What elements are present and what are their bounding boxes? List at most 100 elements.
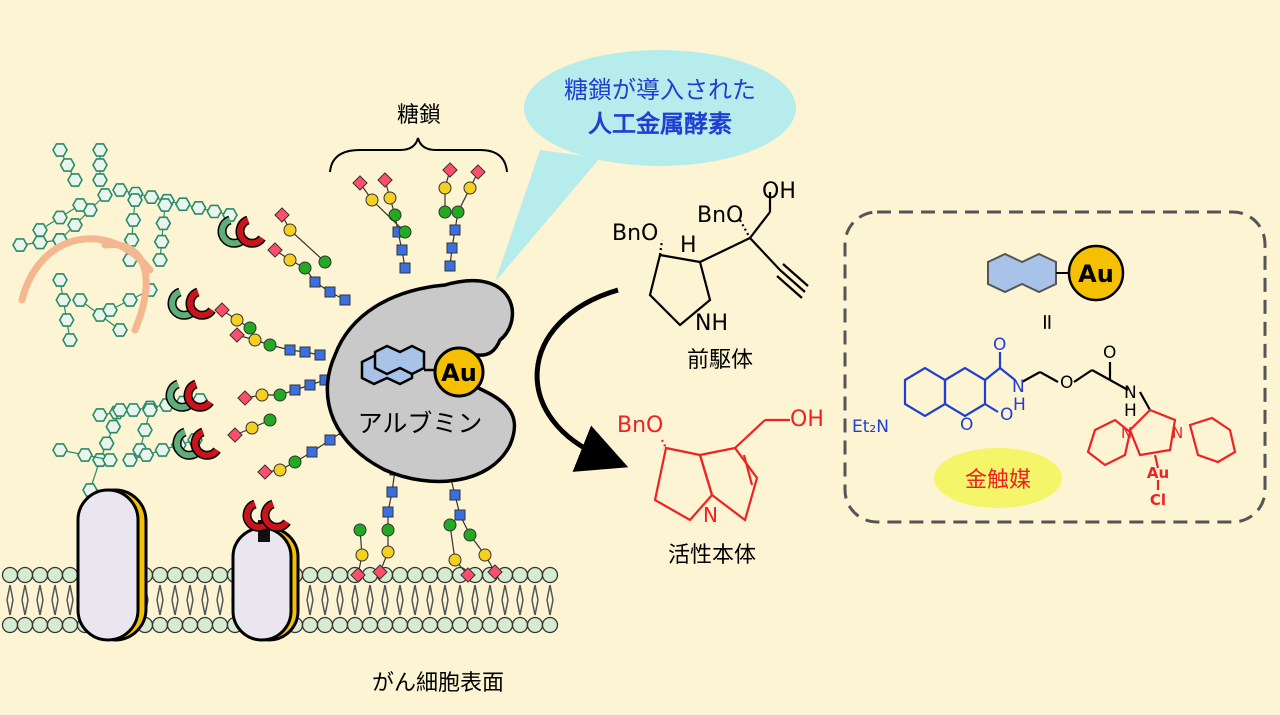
lipid-tail xyxy=(456,584,461,601)
square-sugar xyxy=(284,344,296,356)
coumarin-structure xyxy=(903,352,1016,418)
lipid-tail xyxy=(384,599,389,616)
bubble-line2: 人工金属酵素 xyxy=(588,110,732,138)
hexagon-sugar xyxy=(112,323,128,337)
hexagon-sugar xyxy=(157,198,173,212)
lipid-tail xyxy=(324,599,329,616)
lipid-tail xyxy=(474,584,479,601)
hexagon-sugar xyxy=(62,333,78,347)
hexagon-sugar xyxy=(52,443,68,457)
circle-sugar xyxy=(263,338,277,352)
lipid-tail xyxy=(336,584,341,601)
lipid-head xyxy=(406,616,424,634)
diamond-sugar xyxy=(470,164,486,180)
lipid-head xyxy=(391,566,409,584)
catalyst-symbol: Au xyxy=(987,244,1125,302)
lipid-tail xyxy=(174,584,179,601)
nhc-structure xyxy=(1086,408,1237,490)
lipid-head xyxy=(391,616,409,634)
amide-n-1: N xyxy=(1012,377,1025,397)
hexagon-sugar xyxy=(92,158,108,172)
lipid-tail xyxy=(486,584,491,601)
lipid-tail xyxy=(429,599,434,616)
lipid-tail xyxy=(309,584,314,601)
gold-catalyst-label: 金触媒 xyxy=(965,468,1031,493)
diamond-sugar xyxy=(229,327,245,343)
circle-sugar xyxy=(273,463,287,477)
circle-sugar xyxy=(463,528,477,542)
lipid-tail xyxy=(24,584,29,601)
lipid-head xyxy=(541,566,559,584)
lipid-tail xyxy=(216,599,221,616)
precursor-oh: OH xyxy=(762,179,796,204)
branched-glycans xyxy=(12,143,238,497)
lipid-tail xyxy=(21,599,26,616)
catalyst-box xyxy=(843,210,1267,524)
active-label: 活性本体 xyxy=(668,543,756,568)
square-sugar xyxy=(324,434,336,446)
lipid-tail xyxy=(39,599,44,616)
lipid-tail xyxy=(516,584,521,601)
lipid-tail xyxy=(186,599,191,616)
hexagon-sugar xyxy=(137,423,153,437)
lipid-tail xyxy=(6,599,11,616)
precursor-nh: NH xyxy=(695,311,728,336)
membrane-protein-right xyxy=(231,520,300,642)
lipid-head xyxy=(406,566,424,584)
lipid-tail xyxy=(411,599,416,616)
precursor-structure xyxy=(648,192,809,327)
square-sugar xyxy=(449,489,461,501)
lipid-tail xyxy=(51,584,56,601)
hexagon-sugar xyxy=(155,216,172,231)
lipid-tail xyxy=(189,584,194,601)
lipid-head xyxy=(511,566,529,584)
lipid-tail xyxy=(36,584,41,601)
hexagon-sugar xyxy=(174,197,191,212)
square-sugar xyxy=(444,260,456,272)
active-bno: BnO xyxy=(617,413,663,438)
square-sugar xyxy=(289,384,301,396)
lipid-tail xyxy=(444,584,449,601)
lipid-tail xyxy=(399,584,404,601)
hexagon-sugar xyxy=(92,173,108,187)
circle-sugar xyxy=(245,421,259,435)
square-sugar xyxy=(309,276,321,288)
square-sugar xyxy=(324,286,336,298)
hexagon-sugar xyxy=(32,235,48,250)
lipid-tail xyxy=(306,584,311,601)
lipid-tail xyxy=(324,584,329,601)
diamond-sugar xyxy=(487,564,503,580)
lipid-tail xyxy=(9,584,14,601)
active-oh: OH xyxy=(790,407,824,432)
lipid-tail xyxy=(381,599,386,616)
albumin-au-label: Au xyxy=(441,359,477,387)
lipid-head xyxy=(511,616,529,634)
glycan-chains xyxy=(214,162,503,583)
circle-sugar xyxy=(365,193,379,207)
lipid-head xyxy=(316,566,334,584)
lipid-head xyxy=(1,616,19,634)
lipid-tail xyxy=(546,584,551,601)
hexagon-sugar xyxy=(67,173,83,187)
lipid-tail xyxy=(396,599,401,616)
lipid-head xyxy=(61,616,79,634)
lipid-head xyxy=(301,566,319,584)
lipid-tail xyxy=(309,599,314,616)
lipid-head xyxy=(16,616,34,634)
diamond-sugar xyxy=(274,207,290,223)
hexagon-sugar xyxy=(125,213,142,227)
lipid-tail xyxy=(501,599,506,616)
diamond-sugar xyxy=(237,390,253,406)
lipid-tail xyxy=(396,584,401,601)
circle-sugar xyxy=(298,261,312,275)
glycan-bond xyxy=(159,204,166,261)
lipid-head xyxy=(496,616,514,634)
lipid-tail xyxy=(369,584,374,601)
lipid-tail xyxy=(69,584,74,601)
lipid-tail xyxy=(174,599,179,616)
lipid-tail xyxy=(534,584,539,601)
albumin-label: アルブミン xyxy=(358,409,483,438)
lipid-tail xyxy=(36,599,41,616)
lipid-tail xyxy=(21,584,26,601)
